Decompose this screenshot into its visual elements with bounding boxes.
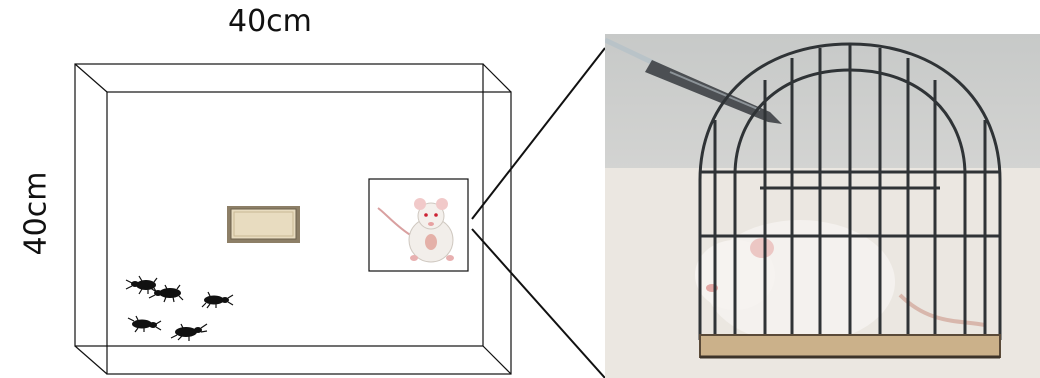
beetle-icon bbox=[202, 292, 233, 308]
zoom-lines bbox=[472, 48, 605, 378]
beetle-icon bbox=[171, 324, 207, 341]
mouse-card bbox=[369, 179, 468, 271]
block-object bbox=[227, 206, 300, 243]
beetle-icon bbox=[128, 316, 161, 332]
cage-base bbox=[700, 335, 1000, 357]
beetle-group bbox=[126, 276, 233, 341]
beetle-icon bbox=[126, 276, 157, 294]
cage-photo bbox=[605, 34, 1040, 378]
